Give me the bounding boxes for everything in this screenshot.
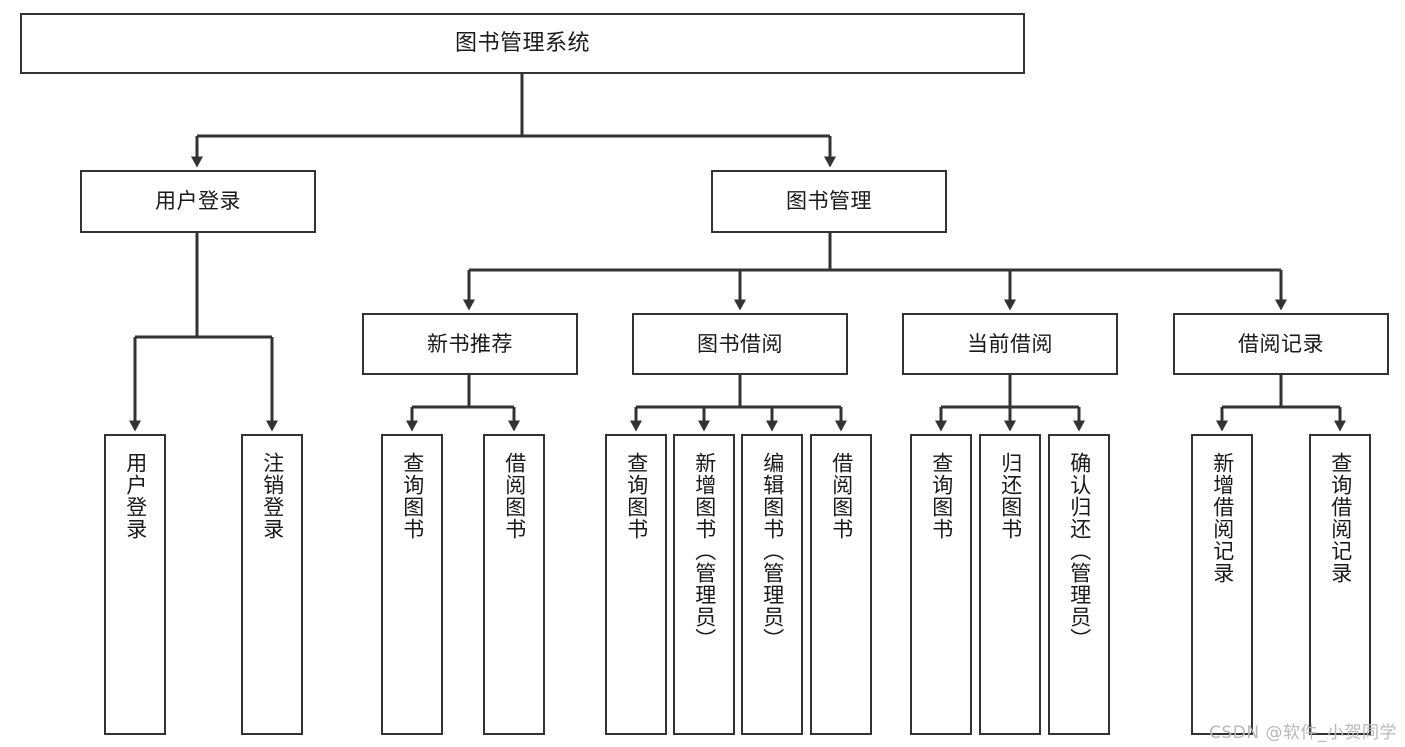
leaf-label: 归还图书 xyxy=(998,452,1023,540)
node-current-borrow[interactable]: 当前借阅 xyxy=(902,313,1118,375)
leaf-label: 查询图书 xyxy=(624,452,649,540)
leaf-return-book[interactable]: 归还图书 xyxy=(979,434,1041,735)
node-label: 图书管理 xyxy=(786,189,872,214)
leaf-label: 查询图书 xyxy=(400,452,425,540)
leaf-user-login[interactable]: 用户登录 xyxy=(104,434,166,735)
node-book-management-system[interactable]: 图书管理系统 xyxy=(20,13,1025,74)
leaf-label: 注销登录 xyxy=(260,452,285,540)
leaf-confirm-return-admin[interactable]: 确认归还（管理员） xyxy=(1048,434,1110,735)
node-label: 图书借阅 xyxy=(697,331,783,356)
node-label: 当前借阅 xyxy=(967,331,1053,356)
leaf-label: 新增借阅记录 xyxy=(1210,452,1235,584)
leaf-label: 编辑图书（管理员） xyxy=(760,452,785,650)
node-book-management[interactable]: 图书管理 xyxy=(711,170,947,233)
node-borrow-record[interactable]: 借阅记录 xyxy=(1173,313,1389,375)
leaf-add-book-admin[interactable]: 新增图书（管理员） xyxy=(673,434,735,735)
node-user-login[interactable]: 用户登录 xyxy=(80,170,316,233)
leaf-label: 确认归还（管理员） xyxy=(1067,452,1092,650)
leaf-add-borrow-record[interactable]: 新增借阅记录 xyxy=(1191,434,1253,735)
leaf-query-book-recommend[interactable]: 查询图书 xyxy=(381,434,443,735)
node-label: 新书推荐 xyxy=(427,331,513,356)
leaf-label: 借阅图书 xyxy=(829,452,854,540)
watermark-text: CSDN @软件_小贺同学 xyxy=(1209,723,1397,743)
node-label: 借阅记录 xyxy=(1238,331,1324,356)
leaf-logout-login[interactable]: 注销登录 xyxy=(241,434,303,735)
node-label: 用户登录 xyxy=(155,189,241,214)
leaf-borrow-book[interactable]: 借阅图书 xyxy=(810,434,872,735)
leaf-label: 查询借阅记录 xyxy=(1328,452,1353,584)
leaf-label: 查询图书 xyxy=(929,452,954,540)
leaf-query-book-borrow[interactable]: 查询图书 xyxy=(605,434,667,735)
leaf-edit-book-admin[interactable]: 编辑图书（管理员） xyxy=(741,434,803,735)
leaf-borrow-book-recommend[interactable]: 借阅图书 xyxy=(483,434,545,735)
node-book-borrow[interactable]: 图书借阅 xyxy=(632,313,848,375)
node-new-book-recommend[interactable]: 新书推荐 xyxy=(362,313,578,375)
leaf-query-book-current[interactable]: 查询图书 xyxy=(910,434,972,735)
node-label: 图书管理系统 xyxy=(454,30,590,56)
leaf-label: 用户登录 xyxy=(123,452,148,540)
leaf-label: 借阅图书 xyxy=(502,452,527,540)
leaf-label: 新增图书（管理员） xyxy=(692,452,717,650)
leaf-query-borrow-record[interactable]: 查询借阅记录 xyxy=(1309,434,1371,735)
